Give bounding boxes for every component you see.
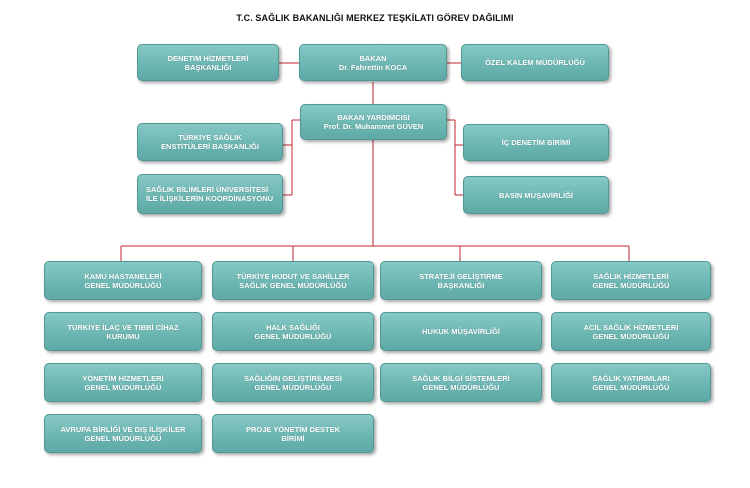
grid-box-strateji: STRATEJİ GELİŞTİRME BAŞKANLIĞI [380,261,542,300]
saglik-enstituleri-box: TÜRKİYE SAĞLIK ENSTİTÜLERİ BAŞKANLIĞI [137,123,283,161]
grid-box-saglik-yatirimlari: SAĞLIK YATIRIMLARI GENEL MÜDÜRLÜĞÜ [551,363,711,402]
page-title: T.C. SAĞLIK BAKANLIĞI MERKEZ TEŞKİLATI G… [236,13,514,23]
sbu-koordinasyon-box: SAĞLIK BİLİMLERİ ÜNİVERSİTESİ İLE İLİŞKİ… [137,174,283,214]
grid-box-halk-sagligi: HALK SAĞLIĞI GENEL MÜDÜRLÜĞÜ [212,312,374,351]
grid-box-saglik-bilgi-sistemleri: SAĞLIK BİLGİ SİSTEMLERİ GENEL MÜDÜRLÜĞÜ [380,363,542,402]
grid-box-hukuk: HUKUK MÜŞAVİRLİĞİ [380,312,542,351]
basin-musavirligi-box: BASIN MÜŞAVİRLİĞİ [463,176,609,214]
bakan-box: BAKAN Dr. Fahrettin KOCA [299,44,447,81]
denetim-hizmetleri-box: DENETİM HİZMETLERİ BAŞKANLIĞI [137,44,279,81]
grid-box-avrupa-birligi: AVRUPA BİRLİĞİ VE DIŞ İLİŞKİLER GENEL MÜ… [44,414,202,453]
grid-box-acil-saglik: ACİL SAĞLIK HİZMETLERİ GENEL MÜDÜRLÜĞÜ [551,312,711,351]
grid-box-yonetim-hizmetleri: YÖNETİM HİZMETLERİ GENEL MÜDÜRLÜĞÜ [44,363,202,402]
grid-box-hudut-sahiller: TÜRKİYE HUDUT VE SAHİLLER SAĞLIK GENEL M… [212,261,374,300]
ozel-kalem-box: ÖZEL KALEM MÜDÜRLÜĞÜ [461,44,609,81]
grid-box-kamu-hastaneleri: KAMU HASTANELERİ GENEL MÜDÜRLÜĞÜ [44,261,202,300]
grid-box-saglik-hizmetleri: SAĞLIK HİZMETLERİ GENEL MÜDÜRLÜĞÜ [551,261,711,300]
grid-box-sagligin-gelistirilmesi: SAĞLIĞIN GELİŞTİRİLMESİ GENEL MÜDÜRLÜĞÜ [212,363,374,402]
grid-box-proje-yonetim: PROJE YÖNETİM DESTEK BİRİMİ [212,414,374,453]
ic-denetim-box: İÇ DENETİM BİRİMİ [463,124,609,161]
grid-box-ilac-tibbi-cihaz: TÜRKİYE İLAÇ VE TIBBİ CİHAZ KURUMU [44,312,202,351]
bakan-yardimcisi-box: BAKAN YARDIMCISI Prof. Dr. Muhammet GÜVE… [300,104,447,140]
